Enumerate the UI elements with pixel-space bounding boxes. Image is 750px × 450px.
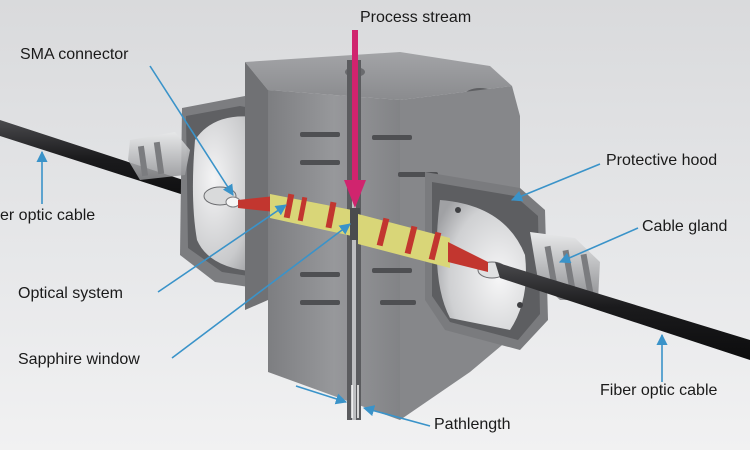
leader-optical-system — [157, 204, 287, 293]
pathlength-marker — [351, 385, 359, 418]
process-stream-arrow — [344, 30, 366, 208]
leader-pathlength-a — [362, 405, 431, 427]
leader-sapphire-window — [171, 223, 351, 359]
right-fiber-cable — [495, 262, 750, 360]
leader-protective-hood — [510, 163, 601, 202]
left-fiber-cable — [0, 120, 220, 205]
label-fiber-optic-cable-left: er optic cable — [0, 207, 96, 224]
leader-lines — [36, 65, 668, 427]
label-cable-gland: Cable gland — [642, 218, 728, 235]
label-process-stream: Process stream — [360, 9, 472, 26]
label-protective-hood: Protective hood — [606, 152, 718, 169]
leader-cable-gland — [558, 227, 639, 264]
label-fiber-optic-cable-right: Fiber optic cable — [600, 382, 718, 399]
label-sapphire-window: Sapphire window — [18, 351, 140, 368]
label-sma-connector: SMA connector — [20, 46, 129, 63]
label-optical-system: Optical system — [18, 285, 123, 302]
leader-sma-connector — [149, 65, 234, 196]
leader-pathlength-b — [295, 385, 348, 405]
optical-train — [238, 193, 488, 272]
label-pathlength: Pathlength — [434, 416, 511, 433]
